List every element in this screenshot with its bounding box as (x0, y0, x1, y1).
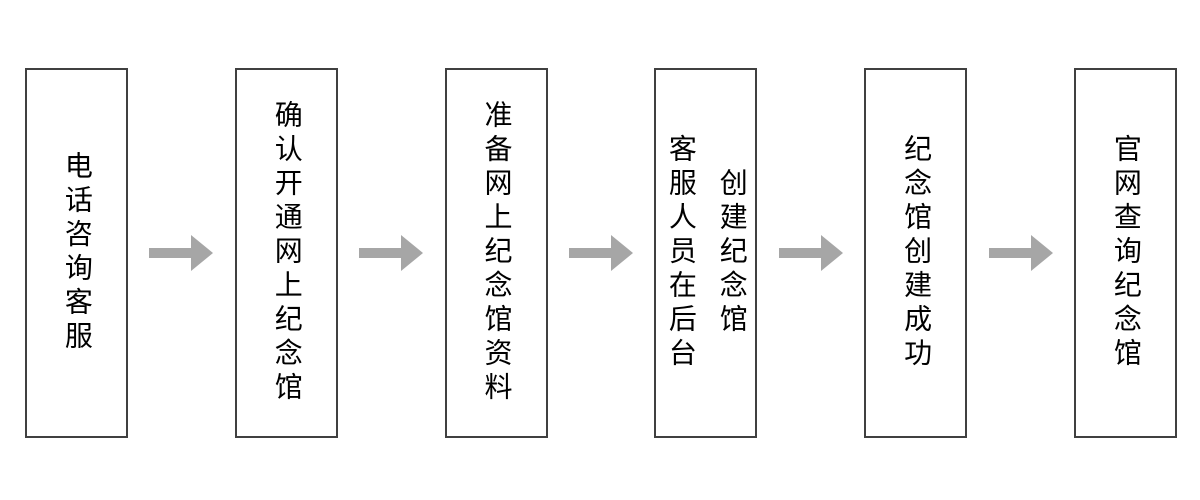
flow-step-3: 准备网上纪念馆资料 (444, 68, 548, 438)
flow-step-2: 确认开通网上纪念馆 (234, 68, 338, 438)
step-label-line: 客服人员在后台 (665, 134, 697, 372)
flow-step-4: 客服人员在后台 创建纪念馆 (654, 68, 758, 438)
flow-step-6-text: 官网查询纪念馆 (1110, 134, 1142, 372)
right-arrow-icon (568, 235, 633, 271)
flow-connector-5 (967, 68, 1074, 438)
flow-step-6: 官网查询纪念馆 (1073, 68, 1177, 438)
step-label-line: 创建纪念馆 (716, 168, 748, 338)
flow-step-4-text: 客服人员在后台 创建纪念馆 (665, 134, 748, 372)
step-label-line: 官网查询纪念馆 (1110, 134, 1142, 372)
step-label-line: 准备网上纪念馆资料 (481, 100, 513, 406)
right-arrow-icon (988, 235, 1053, 271)
flow-connector-3 (548, 68, 655, 438)
flow-step-1: 电话咨询客服 (25, 68, 128, 438)
flow-step-5-text: 纪念馆创建成功 (900, 134, 933, 372)
right-arrow-icon (778, 235, 843, 271)
flow-connector-2 (338, 68, 445, 438)
right-arrow-icon (359, 235, 424, 271)
flow-connector-4 (757, 68, 864, 438)
flow-step-3-text: 准备网上纪念馆资料 (481, 100, 512, 406)
flow-row: 电话咨询客服 确认开通网上纪念馆 准备网上纪念馆资料 (25, 68, 1177, 438)
flow-step-5: 纪念馆创建成功 (864, 68, 968, 438)
step-label-line: 电话咨询客服 (61, 151, 93, 355)
flow-step-2-text: 确认开通网上纪念馆 (271, 100, 303, 406)
step-label-line: 纪念馆创建成功 (901, 134, 933, 372)
flow-step-1-text: 电话咨询客服 (61, 151, 93, 355)
right-arrow-icon (149, 235, 214, 271)
step-label-line: 确认开通网上纪念馆 (271, 100, 303, 406)
flow-connector-1 (128, 68, 235, 438)
